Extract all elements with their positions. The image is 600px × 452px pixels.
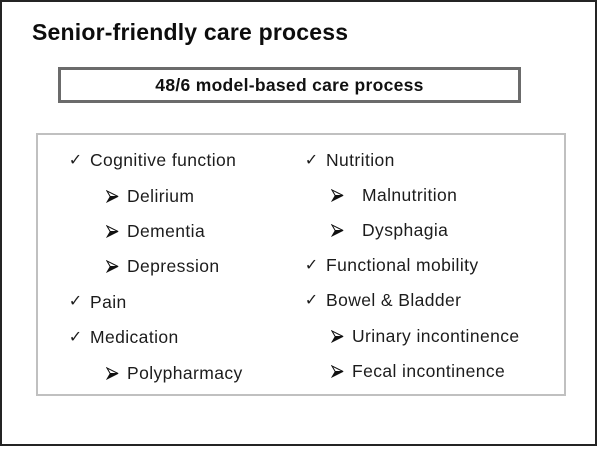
arrow-bullet-icon <box>330 189 345 203</box>
check-icon: ✓ <box>304 291 319 309</box>
arrow-bullet-icon <box>330 329 345 343</box>
arrow-bullet-icon <box>105 260 120 274</box>
check-icon: ✓ <box>304 151 319 169</box>
checklist-item-label: Pain <box>90 291 127 312</box>
checklist-item: ✓ Medication <box>68 320 243 355</box>
arrow-bullet-icon <box>105 224 120 238</box>
checklist-item: Malnutrition <box>304 178 520 213</box>
checklist-item: ✓ Functional mobility <box>304 248 520 283</box>
checklist-item: Dysphagia <box>304 213 520 248</box>
check-icon: ✓ <box>68 293 83 311</box>
checklist-item-label: Malnutrition <box>362 185 458 206</box>
checklist-item-label: Medication <box>90 327 179 348</box>
checklist-item-label: Nutrition <box>326 150 395 171</box>
checklist-item-label: Polypharmacy <box>127 362 243 383</box>
checklist-panel <box>36 133 566 396</box>
checklist-item-label: Dysphagia <box>362 220 449 241</box>
checklist-item: Delirium <box>68 178 243 213</box>
page-title: Senior-friendly care process <box>32 19 349 45</box>
checklist-item-label: Functional mobility <box>326 255 479 276</box>
checklist-item: ✓ Bowel & Bladder <box>304 283 520 318</box>
checklist-item: Fecal incontinence <box>304 354 520 389</box>
checklist-item: Depression <box>68 249 243 284</box>
checklist-item: ✓ Pain <box>68 285 243 320</box>
arrow-bullet-icon <box>105 366 120 380</box>
checklist-item: ✓ Cognitive function <box>68 143 243 178</box>
model-banner-label: 48/6 model-based care process <box>155 74 424 95</box>
check-icon: ✓ <box>304 256 319 274</box>
checklist-item-label: Urinary incontinence <box>352 325 520 346</box>
checklist-item: Urinary incontinence <box>304 318 520 353</box>
checklist-item-label: Bowel & Bladder <box>326 290 462 311</box>
checklist-item-label: Depression <box>127 256 220 277</box>
arrow-bullet-icon <box>105 189 120 203</box>
checklist-item-label: Delirium <box>127 185 195 206</box>
checklist-item: Dementia <box>68 214 243 249</box>
checklist-item-label: Dementia <box>127 220 206 241</box>
model-banner-box: 48/6 model-based care process <box>58 67 521 103</box>
checklist-item-label: Cognitive function <box>90 150 237 171</box>
arrow-bullet-icon <box>330 224 345 238</box>
check-icon: ✓ <box>68 328 83 346</box>
checklist-item: Polypharmacy <box>68 355 243 390</box>
checklist-item: ✓ Nutrition <box>304 143 520 178</box>
arrow-bullet-icon <box>330 364 345 378</box>
checklist-item-label: Fecal incontinence <box>352 360 506 381</box>
check-icon: ✓ <box>68 151 83 169</box>
